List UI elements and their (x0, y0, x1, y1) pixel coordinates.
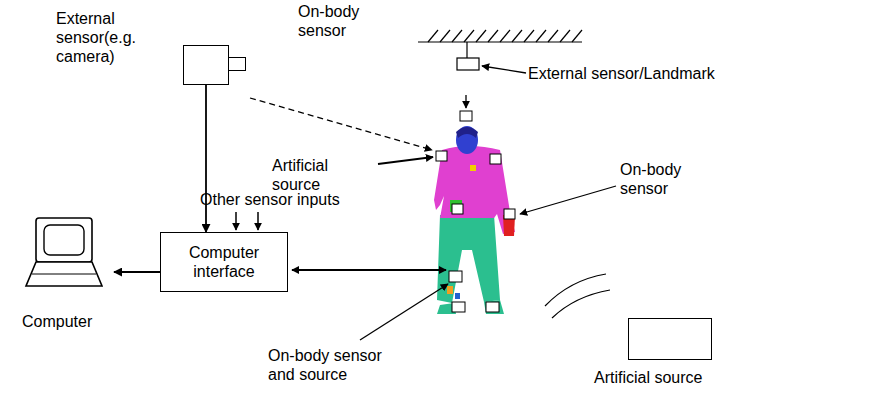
hatch-stroke (500, 30, 510, 42)
source-box (628, 318, 712, 360)
hatch-stroke (476, 30, 486, 42)
node-label: Artificial source (594, 368, 702, 387)
leader-line (378, 157, 433, 164)
source-node: Artificial source (588, 318, 724, 394)
hatch-stroke (512, 30, 522, 42)
person-figure (437, 215, 500, 303)
on-body-sensor (452, 302, 465, 312)
on-body-sensor (449, 271, 462, 282)
input-arrow (257, 212, 259, 230)
person-figure (456, 127, 478, 138)
ceiling (418, 30, 582, 70)
camera-node: External sensor(e.g. camera) (183, 45, 229, 85)
person-figure (434, 146, 515, 234)
person-figure (456, 126, 478, 154)
hatch-stroke (440, 30, 450, 42)
connector-arrow (205, 85, 207, 232)
ceiling (466, 42, 467, 58)
leader-line (360, 284, 448, 340)
node-label: External sensor(e.g. camera) (56, 9, 160, 67)
annotation-label: Other sensor inputs (200, 190, 370, 209)
leader-line (482, 66, 526, 73)
keyboard-row (32, 274, 96, 275)
leader-line (520, 186, 616, 214)
monitor-screen (44, 225, 84, 255)
person-figure (455, 293, 460, 299)
person-figure (447, 286, 453, 294)
keyboard (26, 262, 102, 286)
hatch-stroke (452, 30, 462, 42)
dashed-view-line (250, 98, 432, 150)
node-label: Computer (22, 312, 92, 331)
computer-node: Computer (22, 214, 114, 334)
camera-lens (228, 57, 246, 71)
person-figure (470, 165, 476, 171)
on-body-sensor (436, 111, 515, 312)
hatch-stroke (488, 30, 498, 42)
annotation-label: On-body sensor (620, 160, 710, 198)
annotation-label: On-body sensor and source (268, 346, 400, 384)
hatch-stroke (536, 30, 546, 42)
ceiling (457, 58, 479, 70)
on-body-sensor (486, 302, 499, 312)
hatch-stroke (464, 30, 474, 42)
hatch-stroke (572, 30, 582, 42)
person-figure (484, 300, 504, 314)
hatch-stroke (548, 30, 558, 42)
input-arrow (235, 212, 237, 230)
annotation-label: Artificial source (272, 156, 372, 194)
leader-line (465, 95, 466, 108)
hatch-stroke (560, 30, 570, 42)
emission-arcs (545, 274, 610, 318)
hatch-stroke (524, 30, 534, 42)
on-body-sensor (504, 209, 515, 219)
node-label: Computer interface (167, 243, 281, 281)
monitor-frame (36, 218, 92, 262)
emission-arcs (552, 290, 610, 318)
on-body-sensor (436, 151, 447, 161)
annotation-label: External sensor/Landmark (528, 64, 748, 83)
on-body-sensor (460, 111, 472, 121)
connector-arrow (114, 271, 160, 273)
hatch-stroke (428, 30, 438, 42)
annotation-label: On-body sensor (298, 2, 378, 40)
on-body-sensor (490, 154, 501, 164)
computer-icon (22, 214, 114, 294)
process-box: Computer interface (160, 232, 288, 292)
ceiling (428, 30, 582, 42)
on-body-sensor (452, 204, 463, 214)
bidirectional-link (292, 269, 446, 271)
